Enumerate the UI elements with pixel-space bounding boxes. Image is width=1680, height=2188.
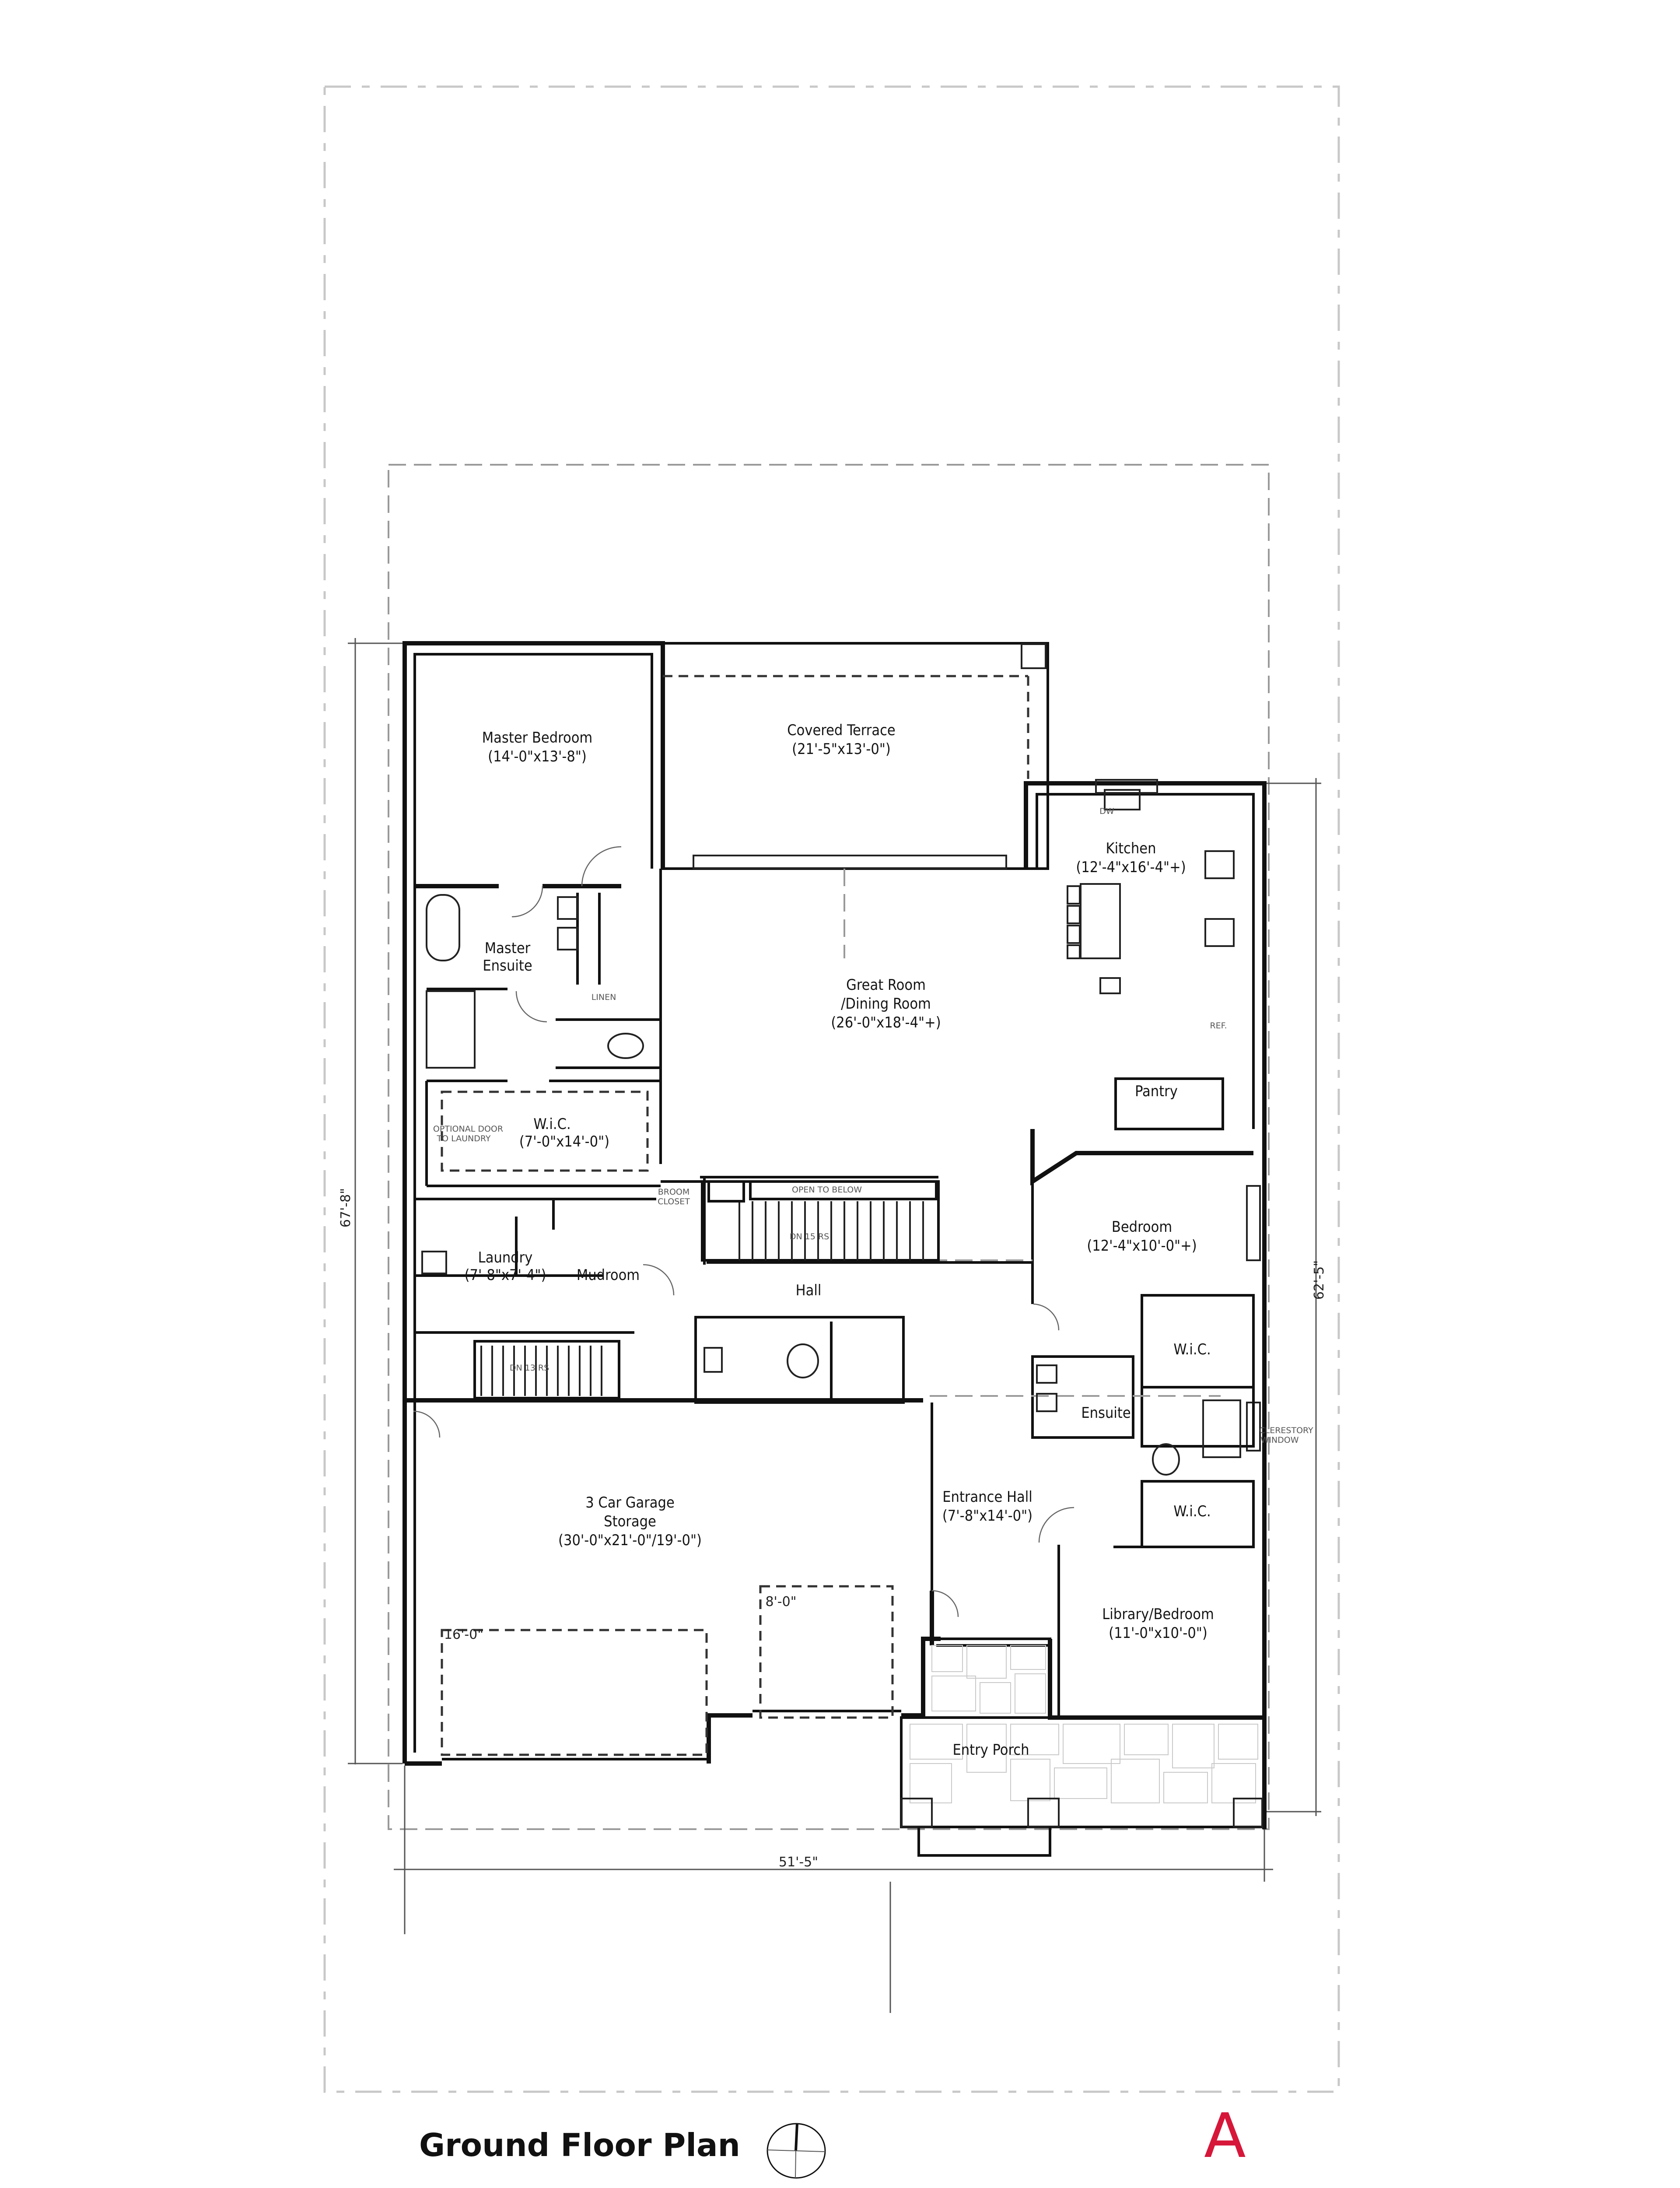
garage-door-16-label: 16'-0" bbox=[444, 1627, 483, 1642]
room-master-ensuite-2: Ensuite bbox=[483, 957, 532, 975]
room-bedroom-size: (12'-4"x10'-0"+) bbox=[1087, 1237, 1197, 1255]
scale-bar-labels: 5 0 5ft 10 bbox=[416, 2186, 687, 2188]
plan-title: Ground Floor Plan bbox=[419, 2127, 740, 2163]
room-master-bedroom: Master Bedroom bbox=[482, 729, 592, 747]
clerestory-label-2: WINDOW bbox=[1261, 1435, 1299, 1445]
room-wic-master: W.i.C. bbox=[533, 1115, 570, 1133]
room-kitchen: Kitchen bbox=[1106, 840, 1156, 857]
linen-label: LINEN bbox=[592, 992, 616, 1002]
room-covered-terrace: Covered Terrace bbox=[787, 722, 895, 739]
room-entrance-hall: Entrance Hall bbox=[942, 1488, 1032, 1506]
kitchen-fixtures bbox=[1067, 789, 1235, 994]
entry-porch bbox=[900, 1637, 1266, 1857]
room-wic-master-size: (7'-0"x14'-0") bbox=[519, 1133, 609, 1150]
broom-closet-label-1: BROOM bbox=[658, 1187, 690, 1197]
dimension-lines bbox=[348, 638, 1321, 2013]
room-wic-bedroom: W.i.C. bbox=[1173, 1341, 1211, 1358]
stairs-dn-15-label: DN 15 RS bbox=[790, 1232, 829, 1241]
room-garage-size: (30'-0"x21'-0"/19'-0") bbox=[558, 1532, 702, 1549]
room-entrance-hall-size: (7'-8"x14'-0") bbox=[942, 1507, 1032, 1525]
scale-label-5ft: 5ft bbox=[571, 2186, 602, 2188]
dimension-left: 67'-8" bbox=[338, 1188, 354, 1227]
optional-door-label-1: OPTIONAL DOOR bbox=[433, 1124, 503, 1134]
room-wic-library: W.i.C. bbox=[1173, 1503, 1211, 1520]
room-laundry-size: (7'-8"x7'-4") bbox=[465, 1266, 546, 1284]
plan-variant-letter: A bbox=[1204, 2100, 1246, 2172]
dimension-bottom: 51'-5" bbox=[779, 1855, 818, 1870]
open-to-below-label: OPEN TO BELOW bbox=[792, 1185, 862, 1195]
setback-line bbox=[388, 464, 1270, 1830]
room-master-bedroom-size: (14'-0"x13'-8") bbox=[488, 748, 587, 765]
dashed-features bbox=[441, 869, 1221, 1756]
room-covered-terrace-size: (21'-5"x13'-0") bbox=[792, 740, 891, 758]
exterior-walls bbox=[402, 641, 1267, 1829]
room-garage-storage: Storage bbox=[604, 1513, 656, 1530]
room-entry-porch: Entry Porch bbox=[952, 1741, 1029, 1759]
room-library: Library/Bedroom bbox=[1102, 1606, 1214, 1623]
stairs bbox=[473, 1180, 940, 1399]
dishwasher-label: DW bbox=[1099, 806, 1114, 816]
dimension-right: 62'-5" bbox=[1312, 1260, 1327, 1300]
room-great-room-size: (26'-0"x18'-4"+) bbox=[831, 1014, 941, 1031]
lot-boundary bbox=[323, 85, 1340, 2093]
refrigerator-label: REF. bbox=[1210, 1021, 1227, 1031]
room-bedroom: Bedroom bbox=[1112, 1218, 1172, 1236]
north-arrow-icon bbox=[766, 2123, 826, 2179]
clerestory-label-1: CLERESTORY bbox=[1259, 1426, 1313, 1435]
room-garage: 3 Car Garage bbox=[585, 1494, 675, 1511]
room-laundry: Laundry bbox=[478, 1249, 533, 1266]
interior-walls bbox=[405, 869, 1255, 1715]
garage-door-8-label: 8'-0" bbox=[765, 1594, 796, 1609]
room-labels: Master Bedroom (14'-0"x13'-8") Covered T… bbox=[465, 722, 1214, 1759]
scale-label-5: 5 bbox=[416, 2186, 429, 2188]
room-library-size: (11'-0"x10'-0") bbox=[1109, 1624, 1208, 1642]
plan-annotations: LINEN OPTIONAL DOOR TO LAUNDRY BROOM CLO… bbox=[433, 806, 1313, 1642]
scale-label-0: 0 bbox=[497, 2186, 510, 2188]
room-mudroom: Mudroom bbox=[577, 1266, 640, 1284]
bath-fixtures bbox=[421, 894, 1241, 1476]
room-master-ensuite: Master bbox=[485, 940, 531, 957]
broom-closet-label-2: CLOSET bbox=[658, 1197, 690, 1206]
room-pantry: Pantry bbox=[1135, 1083, 1178, 1100]
room-dining-room: /Dining Room bbox=[841, 995, 931, 1013]
stairs-dn-13-label: DN 13 RS bbox=[510, 1363, 549, 1373]
door-swings bbox=[413, 846, 1074, 1617]
room-great-room: Great Room bbox=[846, 976, 926, 994]
room-kitchen-size: (12'-4"x16'-4"+) bbox=[1076, 859, 1186, 876]
scale-label-10: 10 bbox=[656, 2186, 683, 2188]
optional-door-label-2: TO LAUNDRY bbox=[437, 1134, 491, 1143]
room-hall: Hall bbox=[796, 1282, 822, 1299]
room-ensuite: Ensuite bbox=[1081, 1404, 1130, 1422]
